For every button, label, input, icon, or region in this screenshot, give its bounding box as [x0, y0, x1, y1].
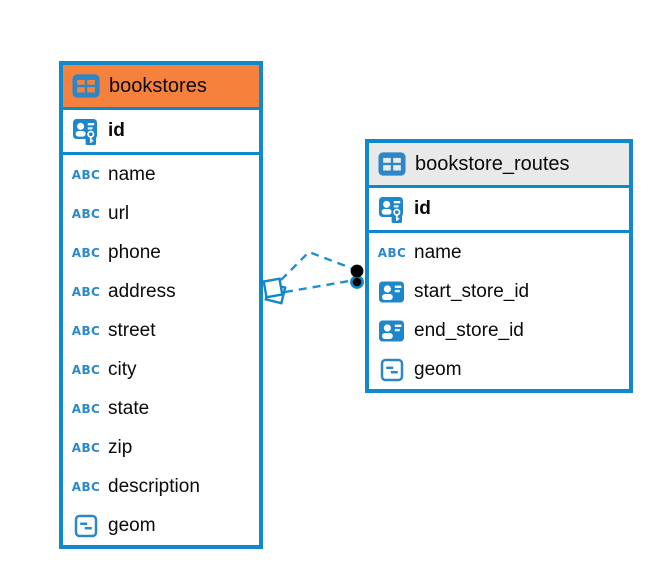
table-node-bookstores[interactable]: bookstores id ABC name: [59, 61, 263, 549]
text-type-icon: ABC: [377, 245, 407, 260]
reference-id-icon: [378, 316, 406, 346]
text-type-icon: ABC: [71, 323, 101, 338]
column-name: start_store_id: [414, 280, 530, 302]
column-name: geom: [414, 358, 462, 380]
text-type-icon: ABC: [71, 206, 101, 221]
column-name: street: [108, 319, 156, 341]
column-name: end_store_id: [414, 319, 524, 341]
column-name: name: [414, 241, 462, 263]
column-row[interactable]: ABC description: [63, 467, 259, 506]
column-row[interactable]: ABC url: [63, 194, 259, 233]
table-node-bookstore-routes[interactable]: bookstore_routes id ABC name: [365, 139, 633, 393]
column-name: address: [108, 280, 176, 302]
column-row[interactable]: ABC state: [63, 389, 259, 428]
column-row-pk[interactable]: id: [369, 188, 629, 233]
column-row[interactable]: ABC city: [63, 350, 259, 389]
column-row[interactable]: ABC name: [63, 155, 259, 194]
column-row[interactable]: geom: [63, 506, 259, 545]
column-row[interactable]: start_store_id: [369, 272, 629, 311]
column-row[interactable]: ABC street: [63, 311, 259, 350]
object-type-icon: [72, 511, 100, 541]
table-title: bookstores: [109, 74, 207, 97]
column-row[interactable]: ABC zip: [63, 428, 259, 467]
relationship-source-handle[interactable]: [262, 277, 287, 305]
table-icon: [378, 149, 406, 179]
column-name: id: [108, 120, 125, 141]
column-name: geom: [108, 514, 156, 536]
reference-id-icon: [378, 277, 406, 307]
text-type-icon: ABC: [71, 401, 101, 416]
column-row[interactable]: ABC name: [369, 233, 629, 272]
column-name: id: [414, 198, 431, 219]
table-header-bookstore-routes[interactable]: bookstore_routes: [369, 143, 629, 188]
table-title: bookstore_routes: [415, 152, 570, 175]
relationship-line[interactable]: [280, 250, 352, 281]
primary-key-icon: [72, 116, 100, 146]
primary-key-icon: [378, 194, 406, 224]
table-icon: [72, 71, 100, 101]
table-header-bookstores[interactable]: bookstores: [63, 65, 259, 110]
object-type-icon: [378, 355, 406, 385]
column-row[interactable]: ABC phone: [63, 233, 259, 272]
column-row[interactable]: end_store_id: [369, 311, 629, 350]
relationship-target-handle[interactable]: [350, 264, 364, 289]
column-row[interactable]: geom: [369, 350, 629, 389]
column-name: phone: [108, 241, 161, 263]
text-type-icon: ABC: [71, 167, 101, 182]
column-name: url: [108, 202, 130, 224]
text-type-icon: ABC: [71, 362, 101, 377]
column-row[interactable]: ABC address: [63, 272, 259, 311]
column-name: zip: [108, 436, 133, 458]
text-type-icon: ABC: [71, 440, 101, 455]
column-name: city: [108, 358, 137, 380]
column-name: state: [108, 397, 150, 419]
column-name: name: [108, 163, 156, 185]
text-type-icon: ABC: [71, 245, 101, 260]
text-type-icon: ABC: [71, 479, 101, 494]
relationship-line[interactable]: [284, 279, 350, 294]
column-name: description: [108, 475, 200, 497]
column-row-pk[interactable]: id: [63, 110, 259, 155]
text-type-icon: ABC: [71, 284, 101, 299]
